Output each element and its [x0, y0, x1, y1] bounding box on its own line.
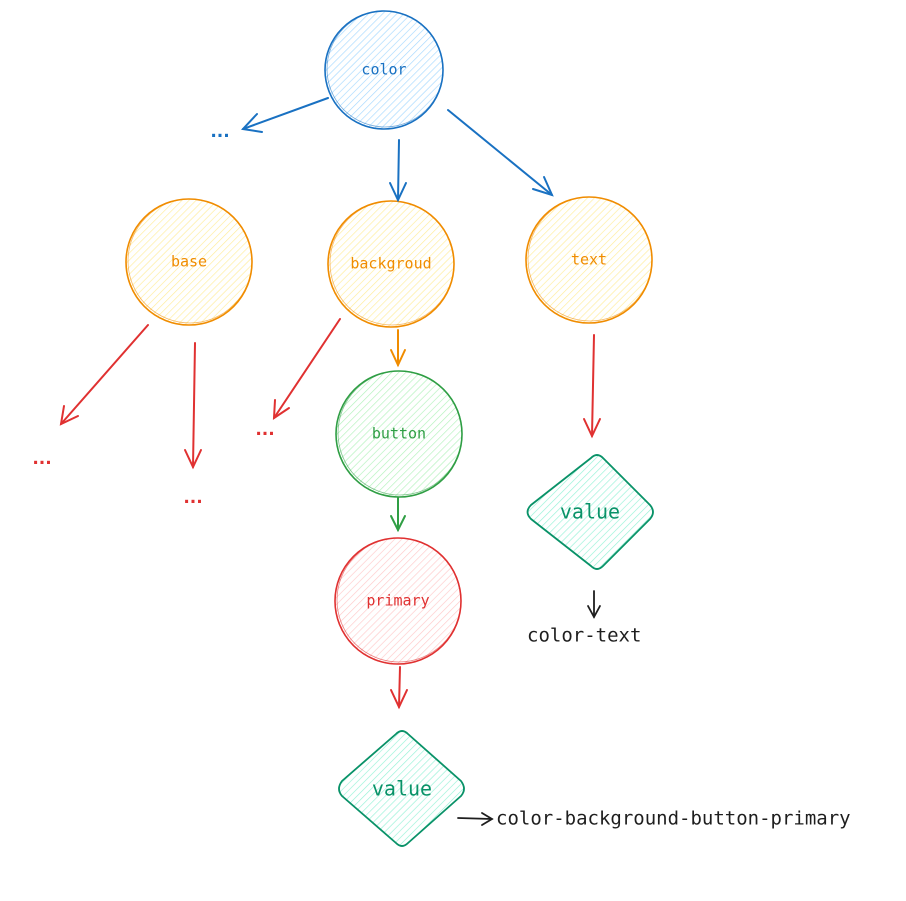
node-button-label: button — [372, 425, 426, 443]
arrow-color-to-ellipsis — [240, 97, 329, 133]
node-color: color — [324, 10, 444, 130]
ellipsis-base-down: ... — [183, 488, 202, 508]
arrow-value-to-color-text — [587, 590, 601, 619]
arrow-background-to-ellipsis — [272, 318, 341, 420]
node-base: base — [125, 198, 253, 326]
arrow-button-to-primary — [390, 497, 406, 533]
arrow-primary-to-value — [390, 666, 408, 710]
node-base-label: base — [171, 253, 207, 271]
node-background: backgroud — [327, 200, 455, 328]
arrow-value-to-primary-token — [457, 812, 494, 826]
node-color-label: color — [361, 61, 406, 79]
arrow-background-to-button — [390, 329, 406, 368]
node-value-text: value — [526, 454, 654, 570]
ellipsis-base-left: ... — [32, 449, 51, 469]
arrow-text-to-value — [583, 334, 601, 439]
ellipsis-color-branch: ... — [210, 122, 229, 142]
node-value-primary-label: value — [372, 777, 432, 801]
node-text-label: text — [571, 251, 607, 269]
node-background-label: backgroud — [350, 255, 431, 273]
ellipsis-background-branch: ... — [255, 420, 274, 440]
node-text: text — [525, 196, 653, 324]
node-value-primary: value — [338, 730, 465, 847]
arrow-base-to-ellipsis-down — [184, 342, 202, 470]
node-primary: primary — [334, 537, 462, 665]
token-color-text: color-text — [527, 625, 641, 647]
node-button: button — [335, 370, 463, 498]
arrow-color-to-text — [447, 109, 554, 197]
arrow-color-to-background — [389, 139, 407, 203]
node-value-text-label: value — [560, 500, 620, 524]
arrow-base-to-ellipsis-left — [59, 324, 149, 426]
node-primary-label: primary — [366, 592, 429, 610]
token-color-background-button-primary: color-background-button-primary — [496, 808, 851, 830]
